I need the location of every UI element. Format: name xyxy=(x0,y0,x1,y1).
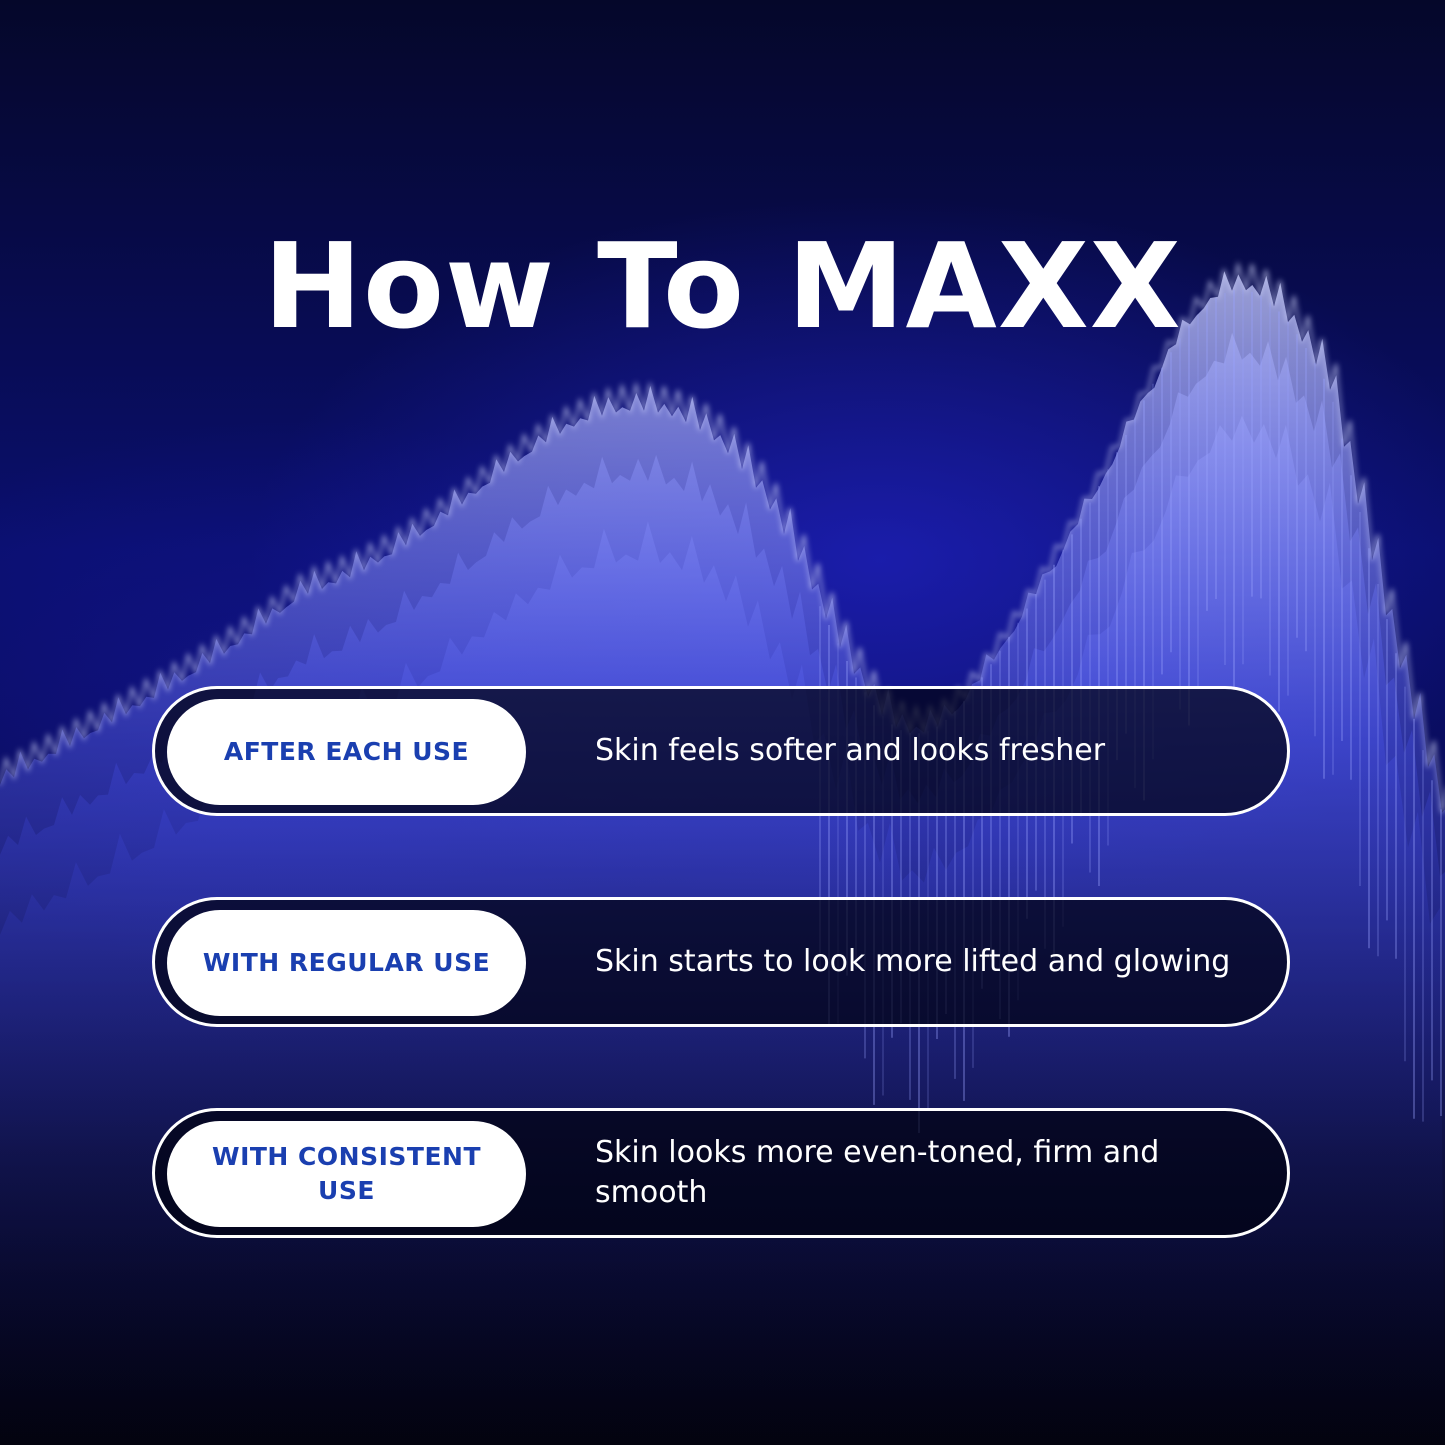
usage-row-after-each-use: AFTER EACH USE Skin feels softer and loo… xyxy=(152,686,1290,816)
usage-result-text: Skin starts to look more lifted and glow… xyxy=(595,943,1231,979)
usage-row-regular-use: WITH REGULAR USE Skin starts to look mor… xyxy=(152,897,1290,1027)
usage-stage-pill: WITH CONSISTENT USE xyxy=(167,1121,526,1227)
usage-stage-label: WITH REGULAR USE xyxy=(202,948,491,978)
usage-stage-label: WITH CONSISTENT USE xyxy=(212,1142,481,1205)
usage-stage-pill: WITH REGULAR USE xyxy=(167,910,526,1016)
usage-stage-label: AFTER EACH USE xyxy=(223,737,470,767)
page-title: How To MAXX xyxy=(263,217,1182,355)
usage-stage-pill: AFTER EACH USE xyxy=(167,699,526,805)
usage-result-text: Skin looks more even-toned, firm and smo… xyxy=(595,1134,1160,1211)
usage-result-text: Skin feels softer and looks fresher xyxy=(595,732,1106,768)
usage-row-consistent-use: WITH CONSISTENT USE Skin looks more even… xyxy=(152,1108,1290,1238)
